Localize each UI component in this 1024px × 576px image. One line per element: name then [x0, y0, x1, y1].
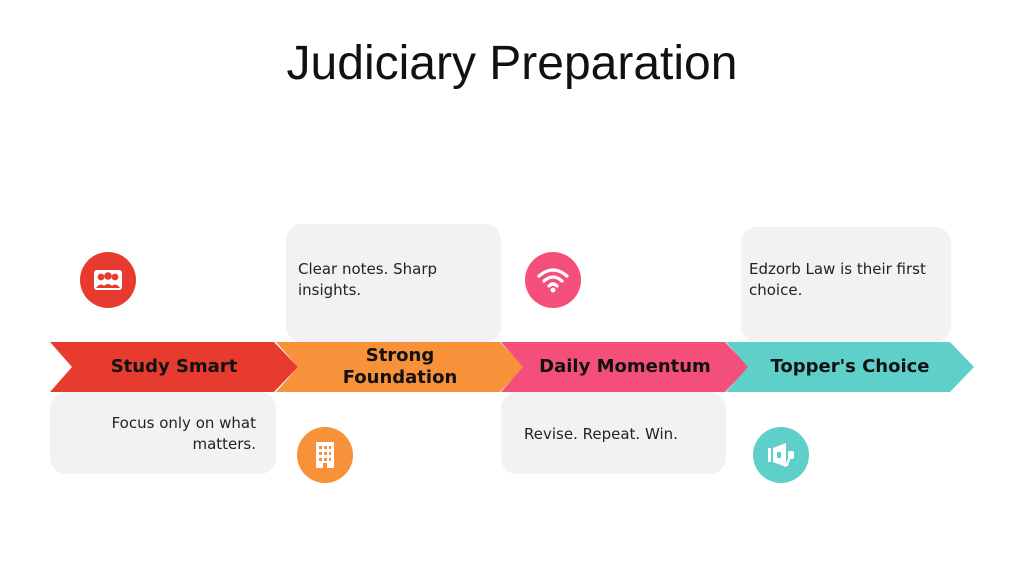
- step-4-card: [741, 227, 951, 342]
- step-4-note: Edzorb Law is their first choice.: [749, 260, 926, 299]
- step-3-arrow: Daily Momentum: [501, 342, 749, 392]
- step-3-card: [501, 392, 726, 474]
- page-title: Judiciary Preparation: [286, 37, 738, 90]
- step-3-label: Daily Momentum: [525, 342, 725, 392]
- step-2-label: Strong Foundation: [300, 342, 500, 392]
- step-4-arrow: Topper's Choice: [726, 342, 974, 392]
- step-2-arrow: Strong Foundation: [276, 342, 524, 392]
- step-3-note: Revise. Repeat. Win.: [524, 425, 678, 443]
- building-icon: [297, 427, 353, 483]
- step-1-label: Study Smart: [74, 342, 274, 392]
- step-4-label: Topper's Choice: [750, 342, 950, 392]
- step-2-label-line-1: Strong: [365, 345, 435, 366]
- step-1-note: Focus only on what matters.: [111, 414, 256, 453]
- step-3-label-line-1: Daily Momentum: [539, 356, 711, 377]
- step-2-label-line-2: Foundation: [342, 367, 458, 388]
- step-1-arrow: Study Smart: [50, 342, 298, 392]
- step-1-card: [50, 392, 276, 474]
- step-2-note: Clear notes. Sharp insights.: [298, 260, 438, 299]
- step-2-card: [286, 224, 501, 342]
- users-icon: [80, 252, 136, 308]
- step-4-label-line-1: Topper's Choice: [770, 356, 930, 377]
- step-1-label-line-1: Study Smart: [110, 356, 238, 377]
- wifi-icon: [525, 252, 581, 308]
- megaphone-icon: [753, 427, 809, 483]
